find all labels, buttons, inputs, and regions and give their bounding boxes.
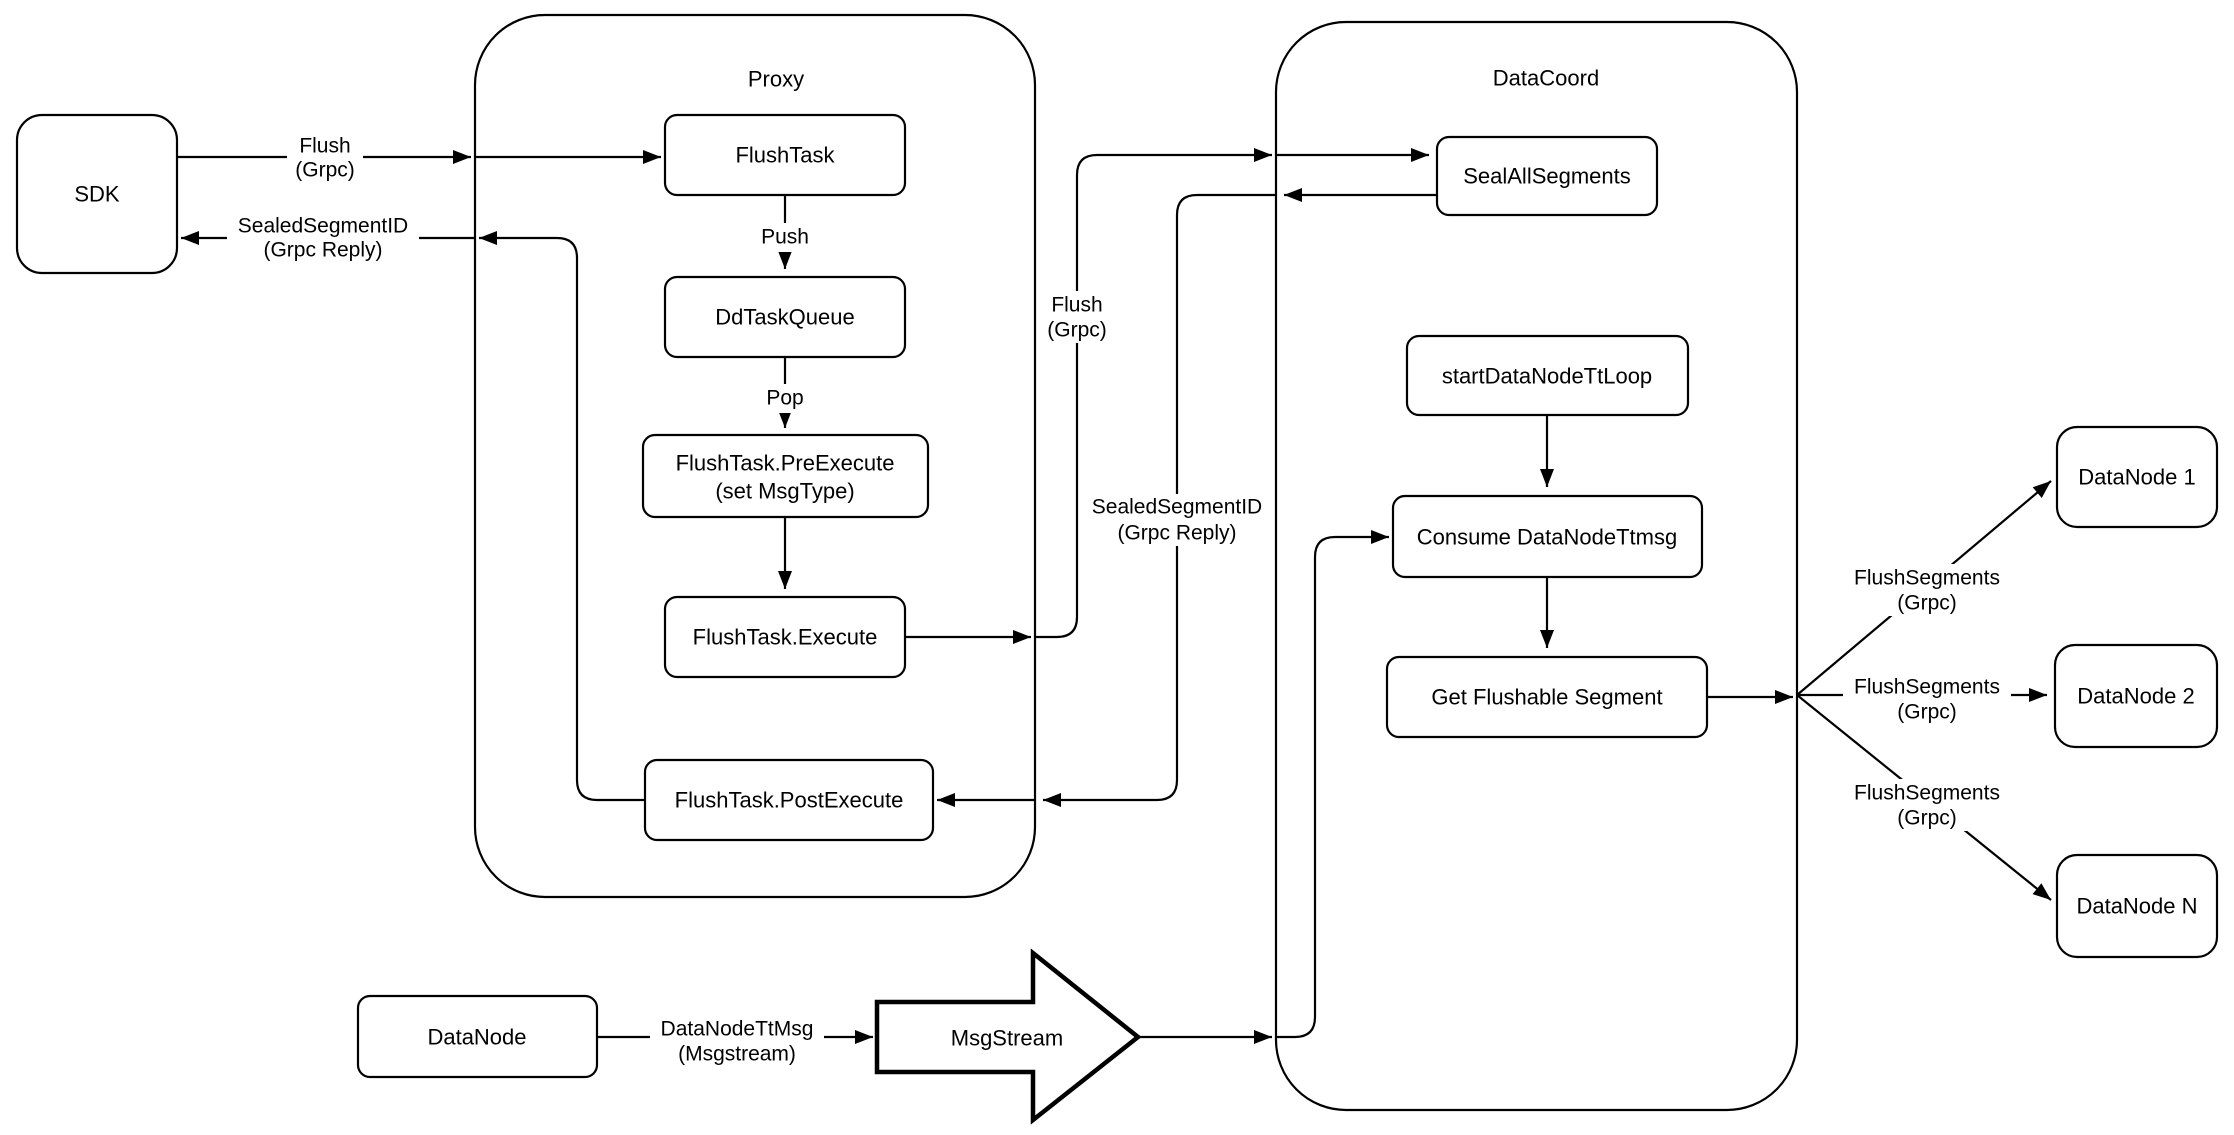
node-datanoden-box — [2055, 853, 2219, 959]
edge-label-flushsegments1-line1: FlushSegments — [1854, 567, 2000, 590]
label-bg — [759, 384, 811, 413]
edge-label-mid-flush-line2: (Grpc) — [1047, 319, 1107, 342]
edge-postexecute-to-proxy-edge — [479, 231, 645, 802]
node-datanoden-label: DataNode N — [2076, 894, 2197, 919]
edge-label-push: Push — [761, 226, 809, 249]
edge-label-mid-reply-line2: (Grpc Reply) — [1117, 522, 1236, 545]
node-sdk-box — [15, 113, 179, 275]
container-datacoord-title: DataCoord — [1493, 66, 1599, 91]
edge-label-flushsegments2-line1: FlushSegments — [1854, 676, 2000, 699]
edge-label-flushsegments3-line2: (Grpc) — [1897, 807, 1957, 830]
node-datanode1-label: DataNode 1 — [2078, 465, 2195, 490]
node-postexecute-label: FlushTask.PostExecute — [675, 788, 904, 813]
edge-label-mid-flush-line1: Flush — [1051, 294, 1102, 317]
node-preexecute-box — [641, 433, 930, 519]
node-consume-datanodettmsg-label: Consume DataNodeTtmsg — [1417, 525, 1677, 550]
edge-label-mid-reply-line1: SealedSegmentID — [1092, 496, 1262, 519]
edge-flush-to-datacoord-edge — [1035, 148, 1272, 639]
node-sdk-label: SDK — [74, 182, 120, 207]
edge-label-sdk-reply-line1: SealedSegmentID — [238, 215, 408, 238]
container-datacoord — [1274, 20, 1799, 1112]
edge-msgstream-to-consume — [1276, 530, 1389, 1039]
node-preexecute-label-line1: FlushTask.PreExecute — [676, 451, 895, 476]
node-msgstream-label: MsgStream — [951, 1026, 1063, 1051]
node-ddtaskqueue-label: DdTaskQueue — [715, 305, 854, 330]
node-flushtask-label: FlushTask — [735, 143, 835, 168]
node-datanode2-label: DataNode 2 — [2077, 684, 2194, 709]
node-datanode-bottom-label: DataNode — [427, 1025, 526, 1050]
edge-label-flushsegments2-line2: (Grpc) — [1897, 701, 1957, 724]
edge-label-flushsegments1-line2: (Grpc) — [1897, 592, 1957, 615]
node-startdatanodettloop-label: startDataNodeTtLoop — [1442, 364, 1652, 389]
label-bg — [227, 213, 419, 263]
label-bg — [755, 223, 815, 252]
node-datanode1-box — [2055, 425, 2219, 529]
edge-label-flushsegments3-line1: FlushSegments — [1854, 782, 2000, 805]
edge-label-datanodettmsg-line1: DataNodeTtMsg — [661, 1018, 814, 1041]
label-bg — [1843, 779, 2011, 831]
node-msgstream-arrow-shape — [874, 948, 1142, 1125]
label-bg — [287, 131, 363, 185]
node-sealallsegments-label: SealAllSegments — [1463, 164, 1631, 189]
container-proxy-title: Proxy — [748, 67, 804, 92]
label-bg — [1843, 674, 2011, 725]
edge-label-sdk-flush-line2: (Grpc) — [295, 159, 355, 182]
node-preexecute-label-line2: (set MsgType) — [715, 479, 854, 504]
edge-label-pop: Pop — [766, 387, 803, 410]
edge-label-datanodettmsg-line2: (Msgstream) — [678, 1043, 796, 1066]
label-bg — [1081, 494, 1274, 546]
container-proxy — [473, 13, 1037, 899]
label-bg — [1039, 291, 1116, 343]
label-bg — [1843, 564, 2011, 616]
label-bg — [650, 1015, 824, 1067]
node-execute-label: FlushTask.Execute — [693, 625, 878, 650]
edge-label-sdk-reply-line2: (Grpc Reply) — [263, 239, 382, 262]
node-getflushablesegment-label: Get Flushable Segment — [1431, 685, 1662, 710]
node-datanode2-box — [2053, 643, 2219, 749]
edge-label-sdk-flush-line1: Flush — [299, 135, 350, 158]
node-sealallsegments-box — [1435, 135, 1659, 217]
